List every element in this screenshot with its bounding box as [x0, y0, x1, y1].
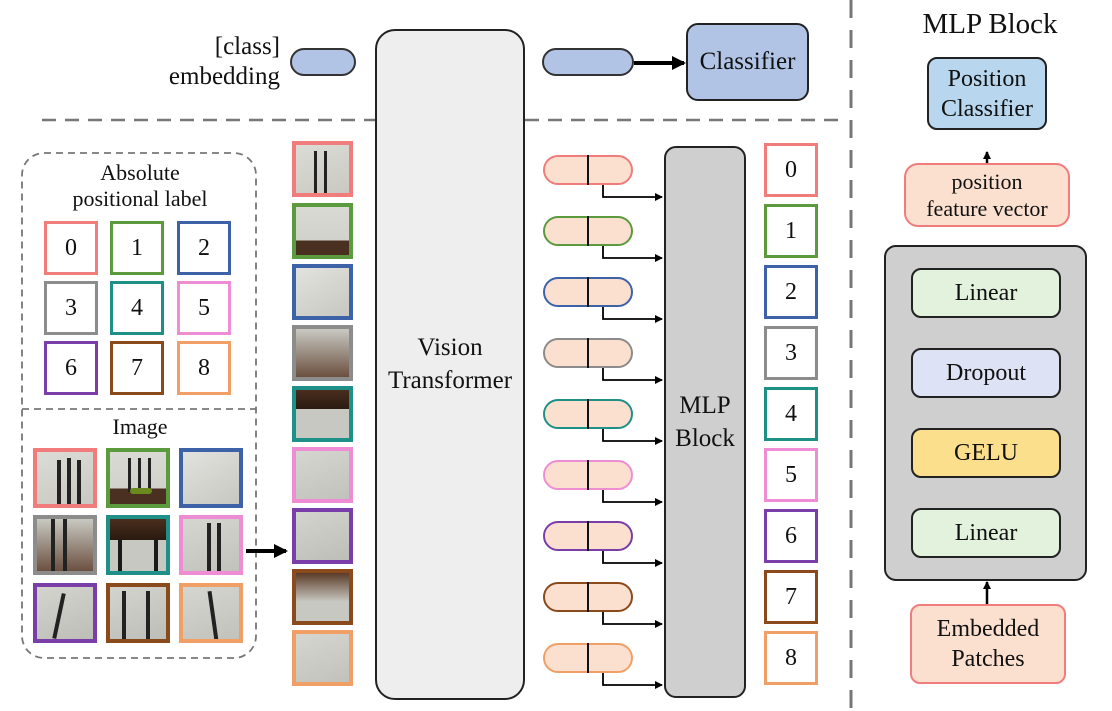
- vision-transformer-block: [375, 29, 525, 700]
- embedded-line2: Patches: [951, 646, 1025, 672]
- position-token-0: [543, 155, 633, 185]
- linear-top-box: Linear: [911, 268, 1061, 318]
- embedded-line1: Embedded: [936, 616, 1040, 642]
- position-classifier-box: Position Classifier: [927, 57, 1047, 130]
- position-token-6: [543, 521, 633, 551]
- patch-7: [292, 569, 353, 625]
- image-panel-title: Image: [112, 414, 168, 439]
- position-token-5: [543, 460, 633, 490]
- image-cell-2: [179, 448, 243, 508]
- class-embedding-label: [class] embedding: [130, 32, 280, 92]
- patch-3: [292, 325, 353, 381]
- output-label-1: 1: [764, 204, 818, 258]
- linear-bottom-box: Linear: [911, 508, 1061, 558]
- gelu-label: GELU: [954, 440, 1018, 466]
- patch-0: [292, 141, 353, 197]
- position-classifier-line1: Position: [947, 65, 1027, 92]
- position-classifier-line2: Classifier: [941, 95, 1033, 122]
- vit-label-line2: Transformer: [387, 366, 513, 394]
- abs-label-0: 0: [44, 221, 98, 275]
- mlp-center-line1: MLP: [679, 392, 731, 419]
- vision-transformer-label: Vision Transformer: [375, 332, 525, 397]
- class-embedding-label-line1: [class]: [214, 33, 280, 60]
- abs-label-8: 8: [177, 341, 231, 395]
- abs-label-1: 1: [110, 221, 164, 275]
- abs-label-5: 5: [177, 281, 231, 335]
- abs-label-4: 4: [110, 281, 164, 335]
- position-token-2: [543, 277, 633, 307]
- patch-8: [292, 630, 353, 686]
- feature-line2: feature vector: [926, 196, 1048, 221]
- token-arrows: [602, 183, 663, 689]
- position-feature-vector-box: position feature vector: [904, 163, 1070, 227]
- position-token-8: [543, 643, 633, 673]
- patch-5: [292, 447, 353, 503]
- dropout-box: Dropout: [911, 348, 1061, 398]
- mlp-panel-title: MLP Block: [922, 8, 1058, 40]
- position-token-1: [543, 216, 633, 246]
- image-cell-4: [106, 515, 170, 575]
- output-label-8: 8: [764, 631, 818, 685]
- mlp-block-center-label: MLP Block: [664, 390, 746, 455]
- output-label-0: 0: [764, 143, 818, 197]
- class-embedding-token: [290, 48, 356, 76]
- classifier-box: Classifier: [686, 23, 809, 101]
- image-cell-1: [106, 448, 170, 508]
- patch-2: [292, 264, 353, 320]
- image-cell-3: [33, 515, 97, 575]
- image-cell-0: [33, 448, 97, 508]
- output-label-4: 4: [764, 387, 818, 441]
- output-label-6: 6: [764, 509, 818, 563]
- patch-6: [292, 508, 353, 564]
- abs-label-6: 6: [44, 341, 98, 395]
- patch-4: [292, 386, 353, 442]
- output-label-3: 3: [764, 326, 818, 380]
- abs-title-line2: positional label: [72, 186, 208, 212]
- absolute-label-title: Absolute positional label: [40, 160, 240, 213]
- linear-bottom-label: Linear: [954, 520, 1018, 546]
- output-label-5: 5: [764, 448, 818, 502]
- linear-top-label: Linear: [954, 280, 1018, 306]
- vit-label-line1: Vision: [417, 334, 483, 361]
- image-cell-7: [106, 583, 170, 643]
- abs-label-2: 2: [177, 221, 231, 275]
- output-label-2: 2: [764, 265, 818, 319]
- gelu-box: GELU: [911, 428, 1061, 478]
- image-cell-8: [179, 583, 243, 643]
- mlp-block-center: [664, 146, 746, 698]
- abs-label-7: 7: [110, 341, 164, 395]
- feature-line1: position: [951, 168, 1023, 194]
- dropout-label: Dropout: [946, 360, 1026, 386]
- image-cell-6: [33, 583, 97, 643]
- abs-label-3: 3: [44, 281, 98, 335]
- class-token-output: [542, 48, 634, 76]
- position-token-3: [543, 338, 633, 368]
- embedded-patches-box: Embedded Patches: [910, 604, 1066, 684]
- position-token-4: [543, 399, 633, 429]
- classifier-label: Classifier: [699, 48, 796, 75]
- output-label-7: 7: [764, 570, 818, 624]
- class-embedding-label-line2: embedding: [168, 63, 280, 90]
- position-token-7: [543, 582, 633, 612]
- image-cell-5: [179, 515, 243, 575]
- mlp-center-line2: Block: [675, 424, 735, 452]
- abs-title-line1: Absolute: [100, 160, 180, 185]
- patch-1: [292, 203, 353, 259]
